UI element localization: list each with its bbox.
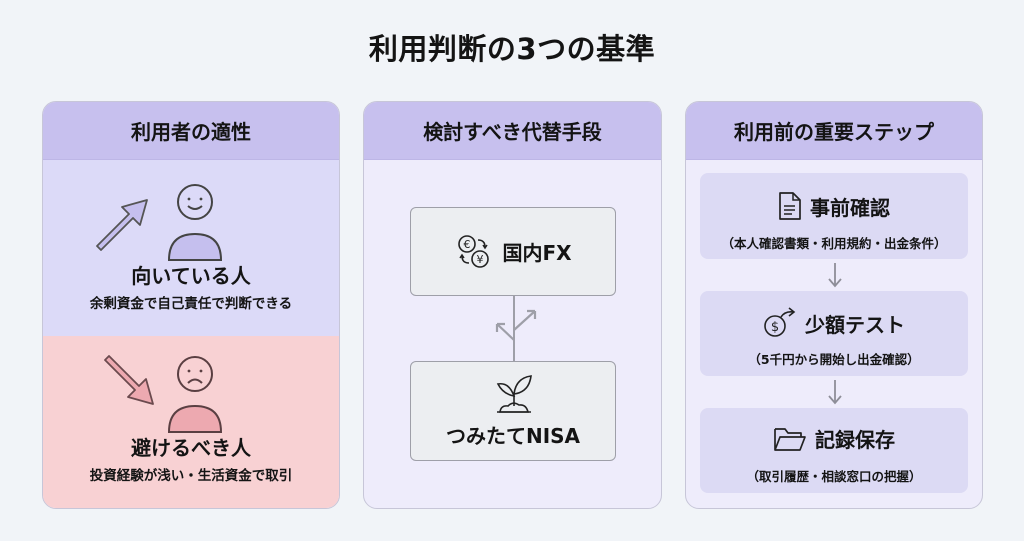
panel-header: 利用者の適性 [43,102,339,160]
suitable-label: 向いている人 [131,264,251,288]
step-description: （5千円から開始し出金確認） [748,352,920,367]
smiling-person-icon [167,184,223,261]
panel-alternatives: 検討すべき代替手段 € ¥ 国内FX つみたてNISA [363,101,662,509]
step-description: （取引履歴・相談窓口の把握） [746,469,922,484]
alternative-label: 国内FX [502,241,572,265]
panel-user-suitability: 利用者の適性 向いている人 余剰資金で自己責任で判断できる [42,101,340,509]
unsuitable-illustration [104,355,223,433]
frowning-person-icon [167,356,223,433]
panel-important-steps: 利用前の重要ステップ 事前確認 （本人確認書類・利用規約・出金条件） $ 少額テ… [685,101,983,509]
svg-text:$: $ [771,320,779,335]
step-title: 少額テスト [805,312,905,337]
branch-arrows-icon [495,296,537,362]
money-transfer-icon: $ [764,307,796,337]
step-title: 事前確認 [810,195,890,220]
svg-text:€: € [464,238,471,251]
step-small-test: $ 少額テスト （5千円から開始し出金確認） [700,291,968,376]
suitable-section: 向いている人 余剰資金で自己責任で判断できる [43,160,339,336]
suitable-illustration [96,184,223,261]
unsuitable-section: 避けるべき人 投資経験が浅い・生活資金で取引 [43,336,339,508]
step-title: 記録保存 [815,428,895,452]
arrow-up-right-icon [96,199,148,251]
step-description: （本人確認書類・利用規約・出金条件） [721,236,947,251]
alternative-tsumitate-nisa: つみたてNISA [410,361,616,461]
page-title: 利用判断の3つの基準 [368,32,656,66]
arrow-down-right-icon [104,355,154,405]
folder-icon [774,427,806,451]
step-record-keeping: 記録保存 （取引履歴・相談窓口の把握） [700,408,968,493]
step-prior-check: 事前確認 （本人確認書類・利用規約・出金条件） [700,173,968,259]
alternative-label: つみたてNISA [445,424,581,448]
panel-header: 利用前の重要ステップ [686,102,982,160]
panel-header: 検討すべき代替手段 [364,102,661,160]
unsuitable-description: 投資経験が浅い・生活資金で取引 [89,468,293,484]
svg-text:¥: ¥ [477,253,484,266]
sprout-icon [496,375,532,413]
down-arrow-icon [828,263,842,288]
suitable-description: 余剰資金で自己責任で判断できる [89,296,293,312]
unsuitable-label: 避けるべき人 [131,436,251,460]
down-arrow-icon [828,380,842,405]
document-icon [779,192,801,220]
currency-exchange-icon: € ¥ [458,234,490,268]
alternative-domestic-fx: € ¥ 国内FX [410,207,616,296]
